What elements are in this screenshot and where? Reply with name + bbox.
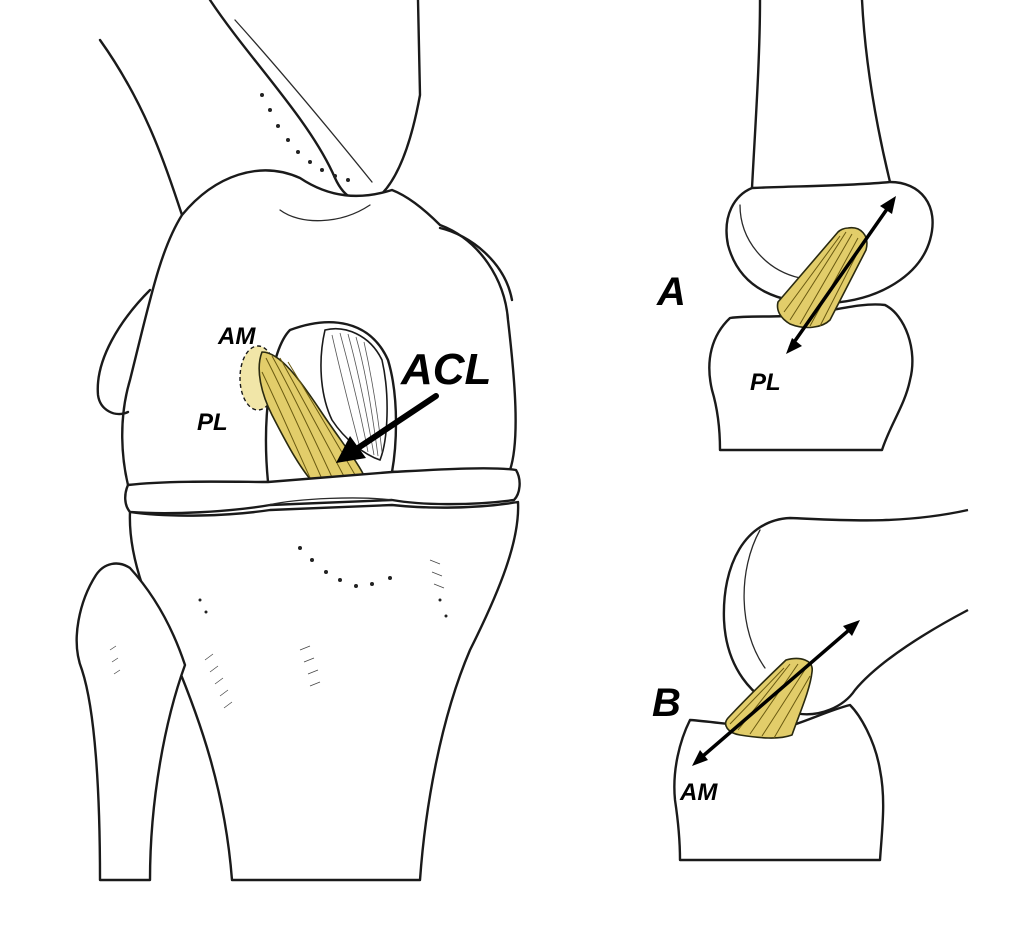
panel-a-acl-fibers — [783, 231, 863, 327]
bone-stippling — [198, 93, 448, 618]
femur-shaft-outline — [98, 0, 422, 217]
panel-a-arrowhead-bottom — [786, 338, 802, 354]
meniscus-band — [124, 467, 521, 515]
panel-b-tension-arrow — [694, 622, 858, 764]
panel-b-femur — [722, 508, 969, 716]
panel-b-arrowhead-bottom — [692, 750, 708, 766]
trochlear-groove — [279, 204, 371, 222]
label-pl-main: PL — [197, 409, 228, 436]
pcl-band — [320, 328, 388, 461]
label-panel-a: A — [656, 270, 686, 314]
bone-hatching — [109, 559, 445, 709]
acl-fibers — [261, 355, 359, 487]
panel-a-extension: A PL — [656, 0, 934, 452]
tibial-spine-line — [267, 497, 393, 506]
acl-pointer-arrowhead — [336, 436, 366, 463]
tibia-outline — [128, 500, 520, 882]
panel-a-tension-arrow — [788, 200, 894, 350]
lateral-condyle-bump — [438, 226, 514, 302]
panel-b-arrowhead-top — [843, 620, 860, 636]
panel-a-femur-shaft — [750, 0, 892, 190]
patella-edge — [234, 19, 373, 183]
panel-a-condyle-inner — [739, 204, 801, 279]
panel-b-condyle-inner — [743, 529, 766, 669]
label-am-main: AM — [217, 323, 256, 350]
fibula-outline — [75, 562, 187, 882]
panel-b-flexion: B AM — [652, 508, 969, 862]
label-acl: ACL — [400, 345, 491, 394]
label-panel-a-pl: PL — [750, 369, 781, 396]
medial-epicondyle-bump — [96, 288, 152, 416]
main-knee-view: AM PL ACL — [75, 0, 521, 882]
label-panel-b-am: AM — [679, 779, 718, 806]
label-panel-b: B — [652, 681, 681, 725]
panel-a-arrowhead-top — [880, 196, 896, 214]
acl-pointer-arrow — [349, 393, 439, 455]
